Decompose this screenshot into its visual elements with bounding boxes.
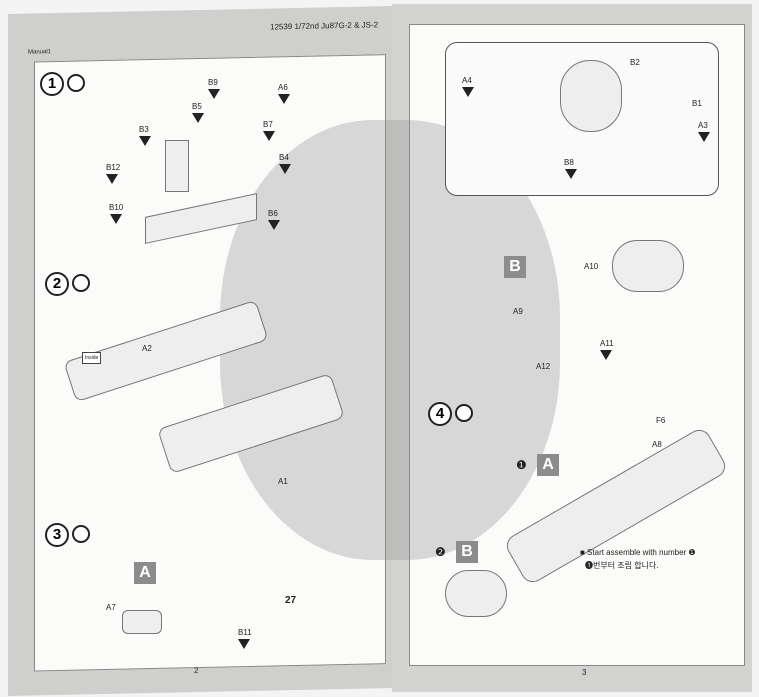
step-number: 3 — [45, 523, 69, 547]
sprue-marker — [192, 113, 204, 123]
sprue-marker — [278, 94, 290, 104]
cement-icon — [72, 274, 90, 292]
cement-icon — [72, 525, 90, 543]
sprue-marker — [263, 131, 275, 141]
part-label: A6 — [278, 83, 288, 92]
part-label: B12 — [106, 163, 121, 172]
sprue-marker — [208, 89, 220, 99]
sprue-marker — [600, 350, 612, 360]
nose-assembly — [445, 570, 507, 617]
part-label: B3 — [139, 125, 149, 134]
page-number: 2 — [194, 666, 199, 676]
part-label: A10 — [584, 262, 599, 271]
subassembly-a-box: A — [134, 562, 156, 584]
step-number: 2 — [45, 272, 69, 296]
part-label: A4 — [462, 76, 472, 85]
step-number: 1 — [40, 72, 64, 96]
sprue-marker — [565, 169, 577, 179]
sprue-marker — [238, 639, 250, 649]
part-label: B1 — [692, 99, 702, 108]
part-label: B10 — [109, 203, 124, 212]
step-4: 4 — [428, 402, 473, 426]
sprue-marker — [139, 136, 151, 146]
decal-number: 27 — [285, 595, 297, 606]
header-title: 12539 1/72nd Ju87G-2 & JS-2 — [270, 20, 379, 32]
sequence-1-box: A — [537, 454, 559, 476]
part-label: F6 — [656, 416, 666, 425]
part-label: B7 — [263, 120, 273, 129]
step-1: 1 — [40, 72, 85, 96]
part-label: B2 — [630, 58, 640, 67]
part-label: B9 — [208, 78, 218, 87]
seat-part — [165, 140, 189, 192]
step-number: 4 — [428, 402, 452, 426]
part-label: A2 — [142, 344, 152, 353]
sprue-marker — [698, 132, 710, 142]
part-label: A1 — [278, 477, 288, 486]
part-label: B4 — [279, 153, 289, 162]
canopy-part — [122, 610, 162, 634]
assembly-note-ko: ❶번부터 조립 합니다. — [585, 561, 659, 570]
cement-icon — [67, 74, 85, 92]
sprue-marker — [110, 214, 122, 224]
part-label: B11 — [238, 628, 252, 637]
sprue-marker — [279, 164, 291, 174]
inside-label: Inside — [82, 352, 102, 364]
engine-assembly — [612, 240, 684, 292]
part-label: A11 — [600, 339, 614, 348]
part-label: A8 — [652, 440, 662, 449]
subassembly-b-box: B — [504, 256, 526, 278]
sprue-marker — [268, 220, 280, 230]
page-number: 3 — [582, 668, 587, 677]
manual-label: Manual1 — [28, 49, 52, 56]
step-3: 3 — [45, 523, 90, 547]
sequence-2-box: B — [456, 541, 478, 563]
part-label: B5 — [192, 102, 202, 111]
sequence-2: ❷ — [435, 545, 446, 559]
sequence-1: ❶ — [516, 458, 527, 472]
sprue-marker — [106, 174, 118, 184]
part-label: A9 — [513, 307, 523, 316]
part-label: B8 — [564, 158, 574, 167]
part-label: B6 — [268, 209, 278, 218]
cement-icon — [455, 404, 473, 422]
assembly-note-en: ■ Start assemble with number ❶ — [580, 548, 696, 557]
engine-cowl-part — [560, 60, 622, 132]
part-label: A3 — [698, 121, 708, 130]
part-label: A7 — [106, 603, 116, 612]
sprue-marker — [462, 87, 474, 97]
part-label: A12 — [536, 362, 551, 371]
step-2: 2 — [45, 272, 90, 296]
